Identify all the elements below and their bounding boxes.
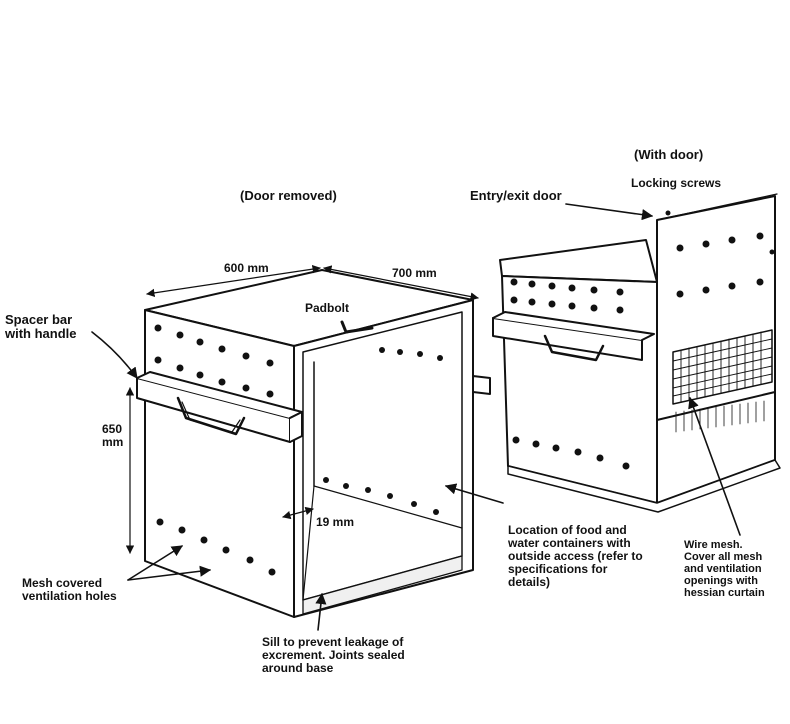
leader-arrows xyxy=(91,203,741,631)
spacer-bar-label: Spacer bar with handle xyxy=(5,312,77,342)
sill-label: Sill to prevent leakage of excrement. Jo… xyxy=(262,635,405,675)
dimension-700-label: 700 mm xyxy=(392,266,437,280)
locking-screws-label: Locking screws xyxy=(631,176,722,190)
entry-exit-door-label: Entry/exit door xyxy=(470,188,562,203)
left-crate xyxy=(136,269,491,618)
padbolt-label: Padbolt xyxy=(305,301,349,315)
with-door-caption: (With door) xyxy=(634,147,704,162)
ventilation-holes-right xyxy=(510,210,775,470)
dimension-650-label: 650 mm xyxy=(102,422,124,449)
ventilation-holes-left xyxy=(154,324,443,576)
food-water-location-label: Location of food and water containers wi… xyxy=(508,523,643,589)
dimension-19-label: 19 mm xyxy=(316,515,355,529)
right-crate xyxy=(492,193,781,513)
door-removed-caption: (Door removed) xyxy=(240,188,337,203)
dimension-lines xyxy=(125,264,479,554)
wire-mesh-label: Wire mesh. Cover all mesh and ventilatio… xyxy=(684,539,765,599)
dimension-600-label: 600 mm xyxy=(224,261,269,275)
mesh-ventilation-label: Mesh covered ventilation holes xyxy=(22,576,117,603)
